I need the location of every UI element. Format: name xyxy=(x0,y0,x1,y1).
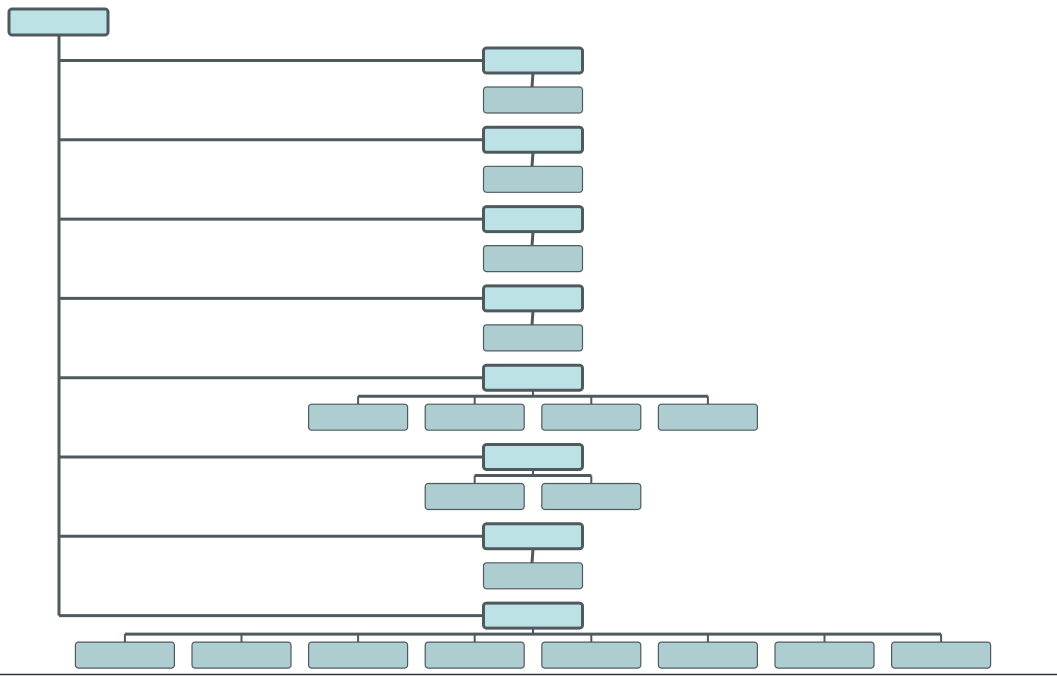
leaf-node-7-1-box xyxy=(482,562,584,590)
child-connector-7 xyxy=(530,548,535,563)
branch-node-2 xyxy=(482,125,584,154)
leaf-node-5-1 xyxy=(308,403,409,431)
leaf-node-5-3-box xyxy=(541,403,642,431)
branch-node-8 xyxy=(482,601,584,630)
leaf-node-8-3-box xyxy=(308,641,409,669)
branch-node-3 xyxy=(482,205,584,234)
leaf-node-2-1-box xyxy=(482,165,584,193)
child-connector-2 xyxy=(530,152,535,167)
leaf-node-8-2-box xyxy=(191,641,292,669)
branch-node-6-box xyxy=(482,443,584,471)
child-connector-4 xyxy=(530,310,535,326)
leaf-node-4-1-box xyxy=(482,324,584,352)
leaf-node-8-5 xyxy=(541,641,642,669)
branch-node-2-box xyxy=(482,125,584,154)
leaf-node-8-5-box xyxy=(541,641,642,669)
leaf-node-2-1 xyxy=(482,165,584,193)
leaf-node-6-1 xyxy=(424,482,525,511)
branch-node-7 xyxy=(482,522,584,551)
root-node xyxy=(7,7,110,37)
branch-node-8-box xyxy=(482,601,584,630)
connector-layer xyxy=(57,35,943,643)
branch-node-1-box xyxy=(482,46,584,75)
leaf-node-8-3 xyxy=(308,641,409,669)
leaf-node-1-1 xyxy=(482,86,584,114)
leaf-node-8-8-box xyxy=(890,641,992,669)
leaf-node-3-1 xyxy=(482,245,584,273)
root-node-box xyxy=(7,7,110,37)
leaf-node-7-1 xyxy=(482,562,584,590)
leaf-node-5-2 xyxy=(424,403,525,431)
leaf-node-8-1 xyxy=(74,641,176,669)
branch-node-7-box xyxy=(482,522,584,551)
leaf-node-8-6-box xyxy=(657,641,759,669)
leaf-node-8-4 xyxy=(424,641,525,669)
node-layer xyxy=(7,7,992,669)
leaf-node-6-2-box xyxy=(541,482,642,511)
leaf-node-6-1-box xyxy=(424,482,525,511)
branch-node-1 xyxy=(482,46,584,75)
leaf-node-5-3 xyxy=(541,403,642,431)
leaf-node-8-1-box xyxy=(74,641,176,669)
leaf-node-5-1-box xyxy=(308,403,409,431)
leaf-node-8-7-box xyxy=(774,641,875,669)
leaf-node-1-1-box xyxy=(482,86,584,114)
leaf-node-5-4-box xyxy=(657,403,759,431)
leaf-node-5-4 xyxy=(657,403,759,431)
leaf-node-8-4-box xyxy=(424,641,525,669)
leaf-node-4-1 xyxy=(482,324,584,352)
leaf-node-8-8 xyxy=(890,641,992,669)
branch-node-3-box xyxy=(482,205,584,234)
branch-node-5 xyxy=(482,363,584,392)
child-connector-1 xyxy=(530,72,535,88)
branch-node-4 xyxy=(482,284,584,313)
leaf-node-8-2 xyxy=(191,641,292,669)
branch-node-6 xyxy=(482,443,584,471)
leaf-node-3-1-box xyxy=(482,245,584,273)
leaf-node-8-6 xyxy=(657,641,759,669)
leaf-node-6-2 xyxy=(541,482,642,511)
branch-node-5-box xyxy=(482,363,584,392)
child-connector-3 xyxy=(530,231,535,246)
branch-node-4-box xyxy=(482,284,584,313)
leaf-node-5-2-box xyxy=(424,403,525,431)
leaf-node-8-7 xyxy=(774,641,875,669)
